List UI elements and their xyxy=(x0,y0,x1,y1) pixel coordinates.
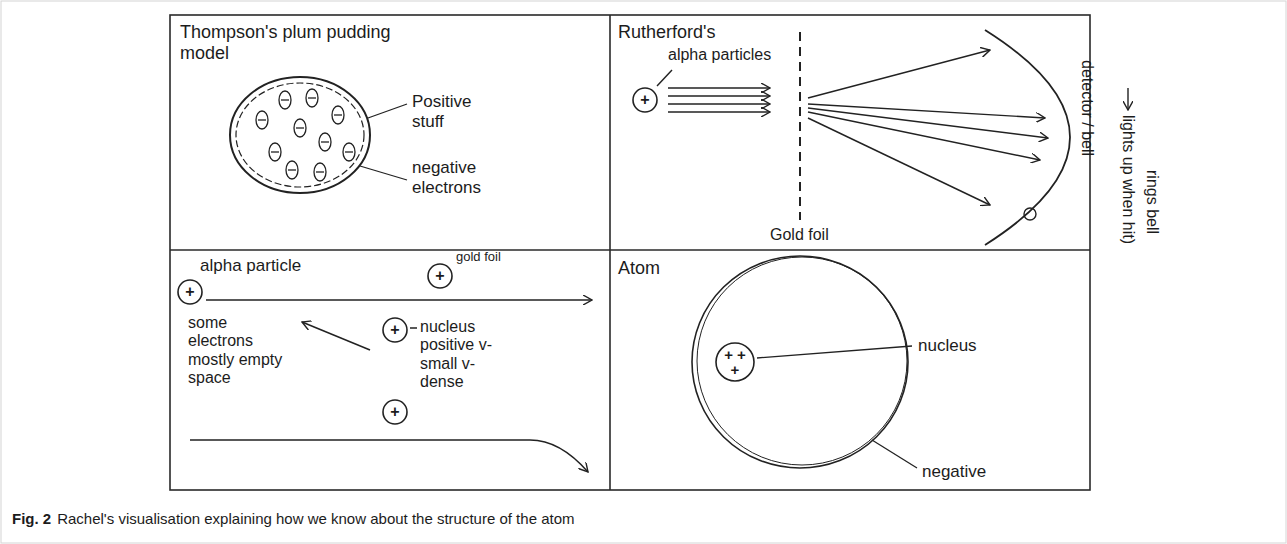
rotated-label: detector / bell xyxy=(1078,60,1096,156)
alpha-ray xyxy=(668,111,770,112)
label-dash xyxy=(410,327,417,329)
callout-label: nucleus xyxy=(918,336,977,356)
alpha-ray xyxy=(668,95,770,96)
leader-line xyxy=(368,104,407,118)
plum-pudding-sketch xyxy=(230,77,407,193)
circle-outline xyxy=(383,318,407,342)
circle-outline xyxy=(178,280,202,304)
charge-sign: + xyxy=(390,322,399,338)
charge-circle: + + + xyxy=(715,342,755,382)
figure-number: Fig. 2 xyxy=(12,510,51,527)
panel-divider xyxy=(170,249,1090,251)
callout-label: gold foil xyxy=(456,250,501,265)
rutherford-sketch xyxy=(657,30,1128,245)
scattered-ray xyxy=(808,50,990,98)
scattering-sketch xyxy=(190,300,592,472)
detector-flash xyxy=(1024,208,1036,220)
electron-symbols xyxy=(256,89,355,181)
callout-label: alpha particles xyxy=(668,46,771,64)
electron-symbol xyxy=(306,89,318,107)
electron-symbol xyxy=(294,119,306,137)
leader-line xyxy=(757,346,912,358)
electron-symbol xyxy=(332,106,344,124)
panel-divider xyxy=(609,15,611,490)
charge-sign: + xyxy=(435,268,444,284)
note-arrow xyxy=(1127,88,1128,110)
pudding-outline xyxy=(230,77,370,193)
model-title: Rutherford's xyxy=(618,22,715,43)
charge-circle: + xyxy=(427,263,453,289)
alpha-path xyxy=(206,299,592,301)
detector-arc xyxy=(985,30,1070,245)
charge-sign: + xyxy=(390,404,399,420)
deflected-path xyxy=(190,440,588,472)
electron-symbol xyxy=(319,133,331,151)
note-text: some electrons mostly empty space xyxy=(188,314,293,388)
charge-sign: + xyxy=(640,92,649,108)
callout-label: alpha particle xyxy=(200,256,301,276)
callout-label: Positive stuff xyxy=(412,92,484,131)
pudding-inner-outline xyxy=(236,83,364,187)
atom-outline xyxy=(692,256,908,468)
leader-line xyxy=(657,70,672,86)
circle-outline xyxy=(633,88,657,112)
callout-label: negative xyxy=(922,462,986,482)
scattered-ray xyxy=(808,118,990,205)
panel-grid xyxy=(170,15,1090,490)
electron-symbol xyxy=(279,91,291,109)
circle-outline xyxy=(383,400,407,424)
model-title: Atom xyxy=(618,258,660,279)
empty-space-arrow xyxy=(302,322,370,350)
model-title: Thompson's plum pudding model xyxy=(180,22,395,63)
electron-symbol xyxy=(343,143,355,161)
charge-sign: + xyxy=(185,284,194,300)
panel-frame xyxy=(170,15,1090,490)
scattered-ray xyxy=(808,112,1040,160)
callout-label: Gold foil xyxy=(770,226,829,244)
callout-label: negative electrons xyxy=(412,158,497,197)
alpha-ray xyxy=(668,87,770,88)
figure-caption: Rachel's visualisation explaining how we… xyxy=(57,510,574,527)
circle-outline xyxy=(716,343,754,381)
atom-outline xyxy=(697,257,907,465)
leader-line xyxy=(360,166,407,180)
electron-symbol xyxy=(286,161,298,179)
charge-circle: + xyxy=(177,279,203,305)
atom-sketch xyxy=(692,256,917,468)
electron-symbol xyxy=(314,163,326,181)
note-text: nucleus positive v-small v-dense xyxy=(420,318,500,392)
electron-symbol xyxy=(256,111,268,129)
charge-sign: + + + xyxy=(723,347,747,377)
leader-line xyxy=(872,440,917,468)
scattered-ray xyxy=(808,108,1048,138)
rotated-note: rings bell xyxy=(1143,170,1161,234)
scattered-ray xyxy=(808,104,1045,118)
alpha-ray xyxy=(668,103,770,104)
gold-foil-line xyxy=(799,32,801,220)
charge-circle: + xyxy=(632,87,658,113)
charge-circle: + xyxy=(382,399,408,425)
circle-outline xyxy=(428,264,452,288)
charge-circle: + xyxy=(382,317,408,343)
rotated-note: lights up when hit) xyxy=(1119,115,1137,244)
electron-symbol xyxy=(269,143,281,161)
